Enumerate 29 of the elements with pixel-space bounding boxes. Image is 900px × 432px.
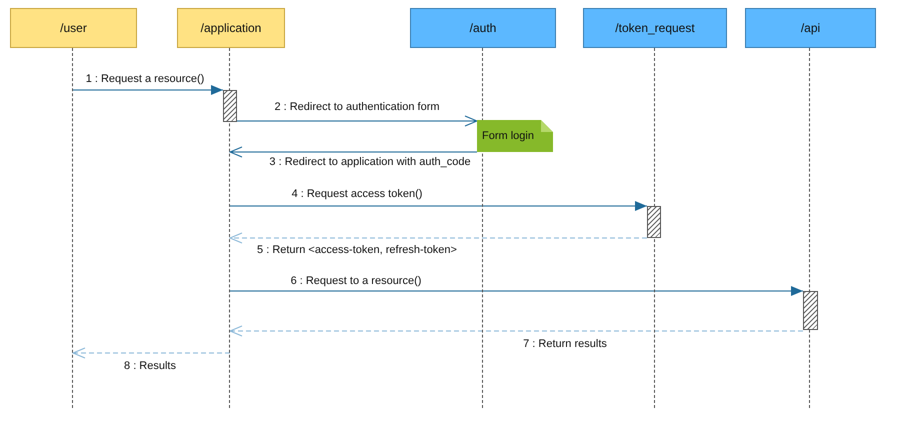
participant-box [745,8,876,48]
message-arrow [230,286,804,296]
note [477,120,553,152]
participant-name: /api [800,21,820,35]
note-text: Form login [482,130,534,142]
participant-name: /auth [470,21,496,35]
participant-box [410,8,556,48]
participant-name: /application [200,21,262,35]
participant-box [177,8,285,48]
message-label: 4 : Request access token() [290,188,424,201]
activation-bar [223,90,237,122]
lifeline [72,48,74,408]
message-label: 5 : Return <access-token, refresh-token> [255,244,459,257]
message-arrow [230,232,648,244]
message-arrow [230,201,648,211]
message-label: 1 : Request a resource() [84,73,206,86]
activation-bar [803,291,818,330]
message-arrow [72,85,224,95]
participant-name: /user [60,21,87,35]
participant-name: /token_request [615,21,695,35]
participant-box [10,8,137,48]
message-arrow [236,116,478,126]
activation-bar [647,206,661,238]
message-label: 6 : Request to a resource() [288,275,424,288]
message-arrow [230,326,804,336]
message-arrow [230,146,478,158]
participant-box [583,8,727,48]
message-label: 3 : Redirect to application with auth_code [267,156,473,169]
message-arrow [72,348,230,358]
